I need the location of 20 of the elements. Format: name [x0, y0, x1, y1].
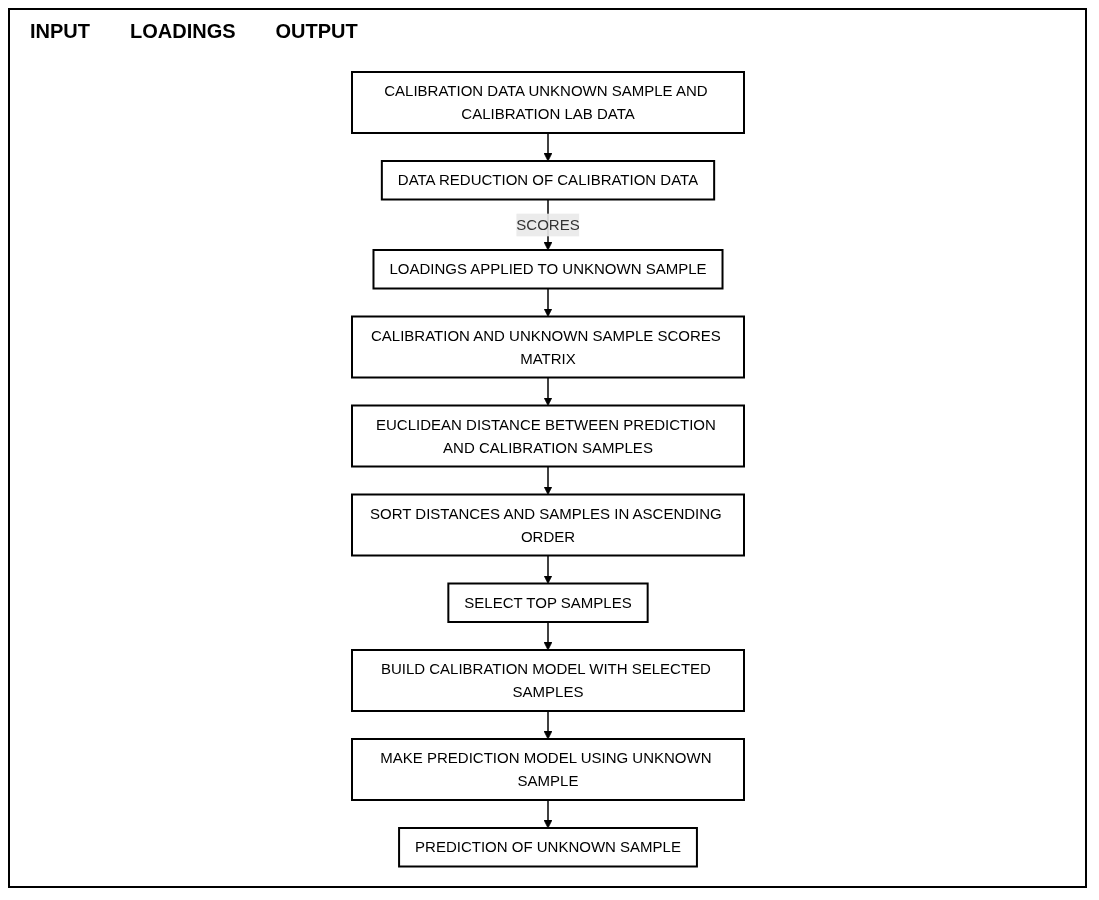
node-box: DATA REDUCTION OF CALIBRATION DATA	[380, 160, 715, 201]
node-box: BUILD CALIBRATION MODEL WITH SELECTED SAMPLES	[350, 649, 745, 713]
arrow	[543, 799, 552, 829]
node-box: LOADINGS APPLIED TO UNKNOWN SAMPLE	[372, 249, 723, 290]
node-box: MAKE PREDICTION MODEL USING UNKNOWN SAMPLE	[350, 738, 745, 802]
node-box: SELECT TOP SAMPLES	[446, 582, 649, 624]
arrow	[543, 710, 552, 740]
node-box: EUCLIDEAN DISTANCE BETWEEN PREDICTION AND CALIBRATION SAMPLES	[350, 404, 745, 468]
node-box: CALIBRATION DATA UNKNOWN SAMPLE AND CALIBRATION LAB DATA	[350, 71, 745, 135]
arrow	[543, 132, 552, 162]
arrow	[543, 621, 552, 651]
heading-label: LOADINGS	[130, 20, 236, 43]
node-box: CALIBRATION AND UNKNOWN SAMPLE SCORES MATRIX	[350, 315, 745, 379]
heading-label: INPUT	[30, 20, 90, 43]
arrow	[543, 288, 552, 318]
heading-label: OUTPUT	[275, 20, 358, 43]
node-box: SORT DISTANCES AND SAMPLES IN ASCENDING ORDER	[350, 493, 745, 557]
arrow	[543, 466, 552, 496]
edge-label: SCORES	[515, 215, 580, 233]
node-box: PREDICTION OF UNKNOWN SAMPLE	[397, 827, 698, 868]
